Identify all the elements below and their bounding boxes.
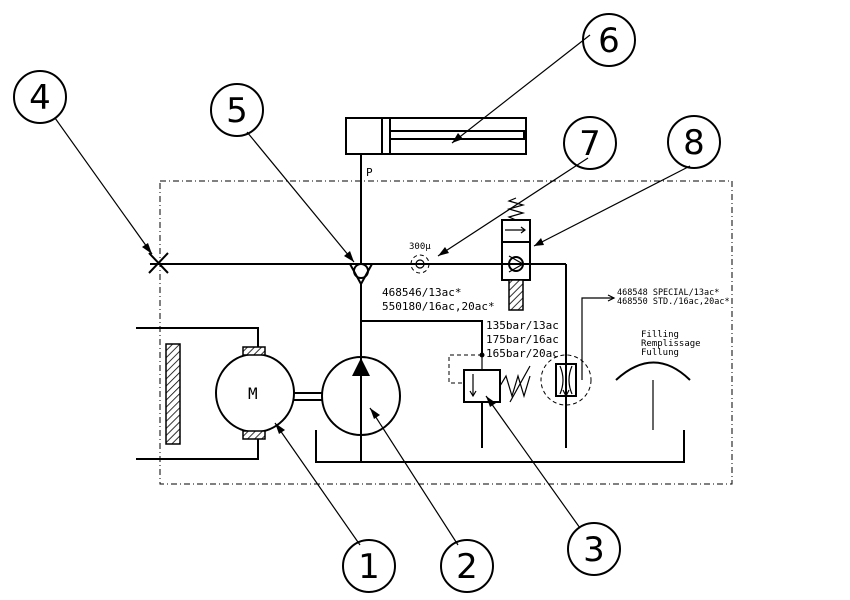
pump — [321, 356, 401, 436]
svg-text:4: 4 — [29, 78, 51, 118]
callout-5: 5 — [210, 83, 264, 137]
callout-8: 8 — [667, 115, 721, 169]
electric-motor: M — [215, 346, 295, 440]
restrictor-label-2: 468550 STD./16ac,20ac* — [617, 297, 730, 307]
filling-label-2: Remplissage — [641, 339, 701, 349]
port-p-label: P — [366, 166, 373, 179]
unit-boundary — [159, 180, 733, 485]
restrictor-label-1: 468548 SPECIAL/13ac* — [617, 288, 719, 298]
check-valve-label-1: 468546/13ac* — [382, 286, 461, 299]
relief-label-1: 135bar/13ac — [486, 319, 559, 332]
filling-cap: Filling Remplissage Fullung — [615, 330, 701, 430]
tank-line — [315, 430, 685, 463]
callout-2: 2 — [440, 539, 494, 593]
svg-text:5: 5 — [226, 91, 248, 131]
check-valve-label-2: 550180/16ac,20ac* — [382, 300, 495, 313]
svg-text:7: 7 — [579, 124, 601, 164]
filter: 300µ — [409, 242, 431, 274]
relief-label-3: 165bar/20ac — [486, 347, 559, 360]
svg-text:8: 8 — [683, 123, 705, 163]
svg-text:3: 3 — [583, 530, 605, 570]
callout-4: 4 — [13, 70, 67, 124]
svg-text:6: 6 — [598, 21, 620, 61]
filling-label-3: Fullung — [641, 348, 679, 358]
svg-text:2: 2 — [456, 547, 478, 587]
leader-lines — [54, 34, 691, 546]
callout-3: 3 — [567, 522, 621, 576]
callout-1: 1 — [342, 539, 396, 593]
motor-mount — [136, 327, 259, 460]
solenoid-valve — [501, 197, 531, 311]
filter-label: 300µ — [409, 242, 431, 252]
filling-label-1: Filling — [641, 330, 679, 340]
motor-label: M — [248, 384, 258, 403]
check-valve — [349, 263, 373, 285]
callout-6: 6 — [582, 13, 636, 67]
flow-restrictor: 468548 SPECIAL/13ac* 468550 STD./16ac,20… — [540, 288, 730, 406]
relief-valve — [448, 354, 531, 448]
callout-7: 7 — [563, 116, 617, 170]
hydraulic-cylinder: P — [345, 117, 527, 179]
plug-mark — [148, 252, 169, 274]
relief-label-2: 175bar/16ac — [486, 333, 559, 346]
svg-text:1: 1 — [358, 547, 380, 587]
